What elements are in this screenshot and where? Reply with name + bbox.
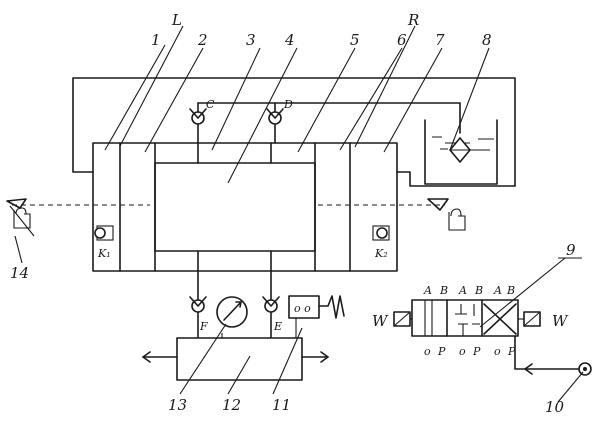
port-bottom-6: P <box>507 345 516 358</box>
solenoid-left-label: W <box>372 312 389 330</box>
callout-12: 12 <box>222 396 241 414</box>
central-piston-4 <box>154 162 316 252</box>
directional-valve <box>411 299 519 337</box>
check-valve-e: E <box>262 296 282 333</box>
outer-loop-pipe <box>72 77 516 187</box>
leader-lines <box>9 25 584 403</box>
sensor-k1: K₁ <box>94 225 114 260</box>
callout-6: 6 <box>397 31 407 49</box>
right-end-stop <box>427 198 466 231</box>
cylinder-outer-frame <box>92 142 398 272</box>
port-top-4: B <box>474 284 483 297</box>
switch-symbol: o o <box>294 302 311 315</box>
pressure-switch: o o <box>288 295 345 338</box>
check-valve-c: C <box>189 98 215 125</box>
callout-10: 10 <box>545 398 565 416</box>
solenoid-right-label: W <box>552 312 569 330</box>
port-top-3: A <box>458 284 467 297</box>
check-valve-d: D <box>266 98 293 125</box>
callout-5: 5 <box>350 31 360 49</box>
top-pipework <box>197 102 461 144</box>
callout-13: 13 <box>168 396 187 414</box>
solenoid-right: W <box>518 311 569 330</box>
sensor-k2-label: K₂ <box>374 247 388 260</box>
port-bottom-4: P <box>472 345 481 358</box>
reservoir-tank <box>424 119 498 185</box>
valve-port-labels: A B A B A B o P o P o P <box>423 284 516 358</box>
valve-f-label: F <box>199 320 208 333</box>
port-bottom-2: P <box>437 345 446 358</box>
port-top-5: A <box>493 284 502 297</box>
callout-14: 14 <box>10 264 29 282</box>
port-top-1: A <box>423 284 432 297</box>
callout-9: 9 <box>566 241 576 259</box>
port-bottom-5: o <box>494 345 501 358</box>
callout-7: 7 <box>435 31 445 49</box>
valve-d-label: D <box>283 98 293 111</box>
callout-4: 4 <box>284 31 295 49</box>
sensor-k2: K₂ <box>372 225 390 260</box>
callout-2: 2 <box>197 31 208 49</box>
callout-1: 1 <box>151 31 161 49</box>
port-bottom-3: o <box>459 345 466 358</box>
callout-8: 8 <box>482 31 492 49</box>
pressure-gauge-icon <box>216 296 248 328</box>
check-valve-f: F <box>189 296 208 333</box>
main-cylinder-assembly <box>92 142 398 272</box>
port-top-2: B <box>439 284 448 297</box>
valve-c-label: C <box>206 98 215 111</box>
valve-e-label: E <box>273 320 282 333</box>
pump-block <box>142 337 329 381</box>
callout-11: 11 <box>272 396 291 414</box>
callout-labels: 1 L 2 3 4 5 R 6 7 8 9 10 11 12 13 14 <box>10 11 576 416</box>
left-end-stop <box>6 198 31 229</box>
callout-l: L <box>171 11 182 29</box>
callout-3: 3 <box>246 31 256 49</box>
port-bottom-1: o <box>424 345 431 358</box>
sensor-k1-label: K₁ <box>97 247 111 260</box>
supply-line <box>514 335 592 376</box>
callout-r: R <box>407 11 419 29</box>
port-top-6: B <box>506 284 515 297</box>
solenoid-left: W <box>372 311 412 330</box>
